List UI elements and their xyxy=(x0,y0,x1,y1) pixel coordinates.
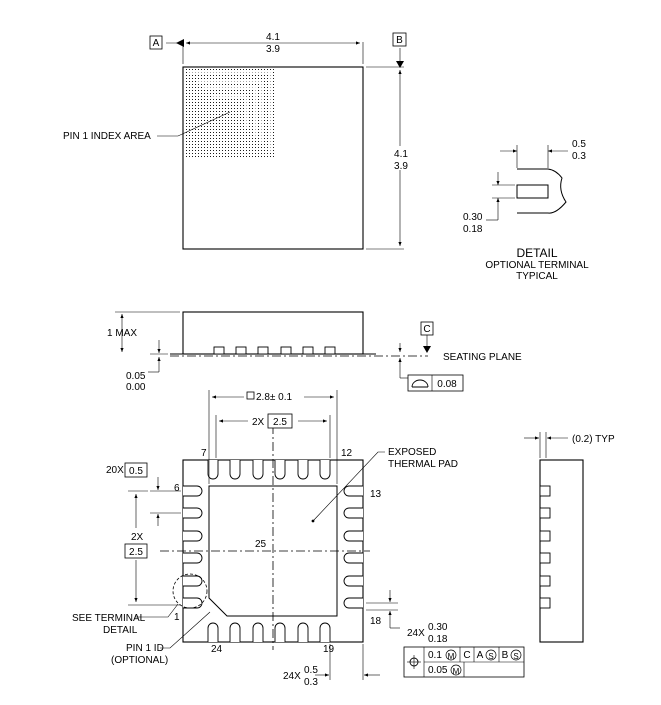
square-symbol xyxy=(246,391,255,400)
pin-12: 12 xyxy=(341,448,353,459)
top-terminals xyxy=(207,460,331,480)
pin-19: 19 xyxy=(323,644,335,655)
left-terminals xyxy=(183,485,203,609)
lead-bottom-prefix: 24X xyxy=(283,671,301,682)
datum-b-box xyxy=(392,32,407,47)
tol-row1-ref3: B xyxy=(502,650,509,661)
bottom-terminals xyxy=(207,622,331,642)
detail-top-max: 0.5 xyxy=(572,139,586,150)
pin-24: 24 xyxy=(211,644,223,655)
pin-13: 13 xyxy=(370,489,382,500)
detail-subtitle-2: TYPICAL xyxy=(516,271,558,282)
side-height-max: 1 MAX xyxy=(107,328,137,339)
top-view: A 4.1 3.9 B 4.1 3.9 PIN 1 INDEX AREA xyxy=(63,32,410,250)
top-width-min: 3.9 xyxy=(266,44,280,55)
position-tolerance-frame: 0.1 M C A S B S 0.05 M xyxy=(403,646,525,678)
bottom-view: 2.8± 0.1 2X 2.5 7 12 13 6 1 18 24 19 25 … xyxy=(72,389,525,688)
side-body xyxy=(182,311,364,355)
seating-plane-label: SEATING PLANE xyxy=(443,352,522,363)
lead-bottom-max: 0.5 xyxy=(304,665,318,676)
datum-a-label: A xyxy=(153,38,160,49)
terminal-detail-circle xyxy=(172,573,208,609)
pin-25: 25 xyxy=(255,539,267,550)
end-view: (0.2) TYP xyxy=(524,432,615,643)
detail-view: 0.5 0.3 0.30 0.18 DETAIL OPTIONAL TERMIN… xyxy=(463,139,589,282)
tol-row1-ref2: A xyxy=(477,650,484,661)
detail-title: DETAIL xyxy=(516,246,557,260)
see-terminal-line2: DETAIL xyxy=(103,625,138,636)
pitch-top: 2.5 xyxy=(273,417,287,428)
top-height-max: 4.1 xyxy=(394,149,408,160)
end-typ-label: (0.2) TYP xyxy=(572,434,615,445)
datum-c-label: C xyxy=(423,324,430,335)
flatness-value: 0.08 xyxy=(437,379,457,390)
tol-row1-value: 0.1 xyxy=(428,650,442,661)
datum-c-box xyxy=(420,321,434,336)
pin-18: 18 xyxy=(370,616,382,627)
pin1-index-area-label: PIN 1 INDEX AREA xyxy=(63,131,151,142)
datum-a-arrow xyxy=(176,39,184,47)
tol-row1-ref1: C xyxy=(463,650,470,661)
side-terminals xyxy=(213,346,336,355)
exposed-thermal-pad xyxy=(208,485,338,617)
lead-bottom-min: 0.3 xyxy=(304,677,318,688)
mod-m-2: M xyxy=(453,667,460,676)
lead-width-box xyxy=(124,462,148,478)
see-terminal-line1: SEE TERMINAL xyxy=(72,613,146,624)
flatness-icon xyxy=(411,379,429,388)
detail-left-max: 0.30 xyxy=(463,212,483,223)
side-standoff-max: 0.05 xyxy=(126,371,146,382)
pin1-id-line1: PIN 1 ID xyxy=(126,643,164,654)
tol-row2-value: 0.05 xyxy=(428,665,448,676)
mod-s-2: S xyxy=(513,652,518,661)
top-width-max: 4.1 xyxy=(266,32,280,43)
pitch-side: 2.5 xyxy=(129,547,143,558)
end-terminals xyxy=(539,485,551,609)
lead-width: 0.5 xyxy=(129,466,143,477)
pitch-side-prefix: 2X xyxy=(131,532,144,543)
exposed-pad-line2: THERMAL PAD xyxy=(388,459,458,470)
right-terminals xyxy=(343,485,363,609)
side-standoff-min: 0.00 xyxy=(126,382,146,393)
mod-s-1: S xyxy=(488,652,493,661)
pad-size: 2.8± 0.1 xyxy=(256,392,293,403)
top-height-min: 3.9 xyxy=(394,161,408,172)
mod-m-1: M xyxy=(448,652,455,661)
lead-right-prefix: 24X xyxy=(407,628,425,639)
optional-terminal xyxy=(516,184,549,199)
datum-b-arrow xyxy=(396,61,404,68)
pin-1: 1 xyxy=(174,612,180,623)
datum-c-arrow xyxy=(423,346,431,353)
pitch-top-box xyxy=(267,413,293,429)
pin-7: 7 xyxy=(201,448,207,459)
lead-right-max: 0.30 xyxy=(428,622,448,633)
lead-width-prefix: 20X xyxy=(106,465,124,476)
pin-6: 6 xyxy=(174,483,180,494)
lead-right-min: 0.18 xyxy=(428,634,448,645)
datum-a-box xyxy=(149,35,163,50)
pitch-top-prefix: 2X xyxy=(252,417,265,428)
exposed-pad-line1: EXPOSED xyxy=(388,447,436,458)
side-view: 1 MAX 0.05 0.00 C SEATING PLANE 0.08 xyxy=(107,311,522,393)
datum-b-label: B xyxy=(396,35,403,46)
detail-top-min: 0.3 xyxy=(572,151,586,162)
pitch-side-box xyxy=(124,543,148,559)
pin1-id-line2: (OPTIONAL) xyxy=(111,655,168,666)
detail-subtitle-1: OPTIONAL TERMINAL xyxy=(485,260,589,271)
detail-left-min: 0.18 xyxy=(463,224,483,235)
